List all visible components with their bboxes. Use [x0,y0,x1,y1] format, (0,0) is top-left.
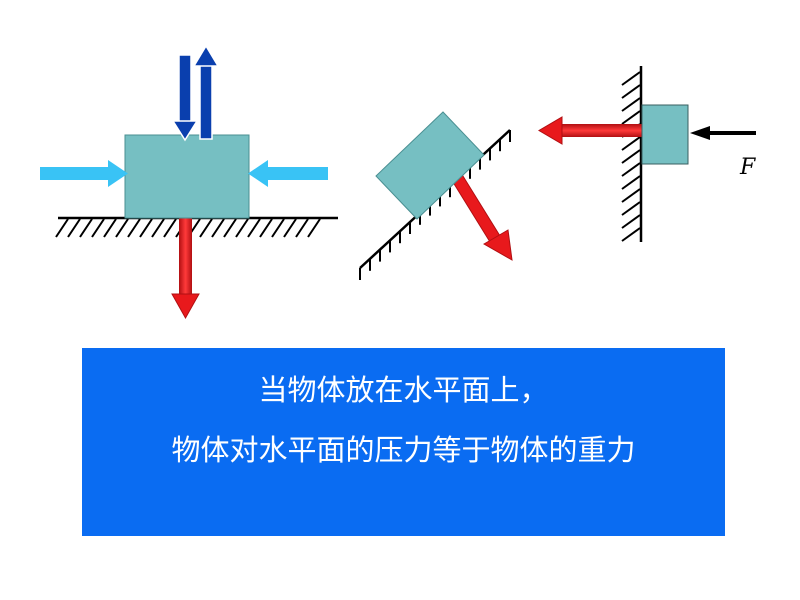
hatch-mark [621,149,641,164]
hatch-mark [103,218,117,238]
hatch-mark [621,136,641,151]
hatch-mark [235,218,249,238]
block-on-incline [375,111,485,220]
hatch-mark [115,218,129,238]
hatch-mark [79,218,93,238]
hatch-mark [621,188,641,203]
incline-scene [359,111,513,280]
upward-force-arrow [192,44,220,140]
hatch-mark [163,218,177,238]
hatch-mark [91,218,105,238]
caption-box: 当物体放在水平面上， 物体对水平面的压力等于物体的重力 [82,348,725,536]
hatch-mark [151,218,165,238]
hatch-mark [621,227,641,242]
hatch-mark [621,175,641,190]
downward-force-arrow [171,54,199,142]
hatch-mark [283,218,297,238]
caption-line-2: 物体对水平面的压力等于物体的重力 [171,433,636,467]
hatch-mark [271,218,285,238]
pressure-force-arrow [171,210,200,320]
hatch-mark [307,218,321,238]
block-on-wall [641,104,689,165]
hatch-mark [223,218,237,238]
vertical-wall [621,66,643,242]
hatch-mark [621,162,641,177]
right-push-arrow [248,160,328,187]
wall-scene: F [538,66,756,242]
hatch-mark [211,218,225,238]
hatch-mark [621,84,641,99]
hatch-mark [259,218,273,238]
floor-ground [55,216,338,238]
hatch-mark [621,110,641,125]
hatch-mark [127,218,141,238]
applied-force-arrow [690,126,756,140]
hatch-mark [621,201,641,216]
hatch-mark [67,218,81,238]
incline-pressure-arrow [447,167,513,261]
hatch-mark [295,218,309,238]
hatch-mark [199,218,213,238]
hatch-mark [55,218,69,238]
block-on-floor [124,134,250,219]
hatch-mark [621,71,641,86]
hatch-mark [247,218,261,238]
hatch-mark [621,214,641,229]
hatch-mark [621,97,641,112]
wall-pressure-arrow [538,116,644,145]
caption-line-1: 当物体放在水平面上， [258,373,549,407]
force-diagram: F [40,44,756,320]
horizontal-surface-scene [40,44,338,320]
force-label-f: F [739,155,756,180]
left-push-arrow [40,160,128,187]
hatch-mark [139,218,153,238]
